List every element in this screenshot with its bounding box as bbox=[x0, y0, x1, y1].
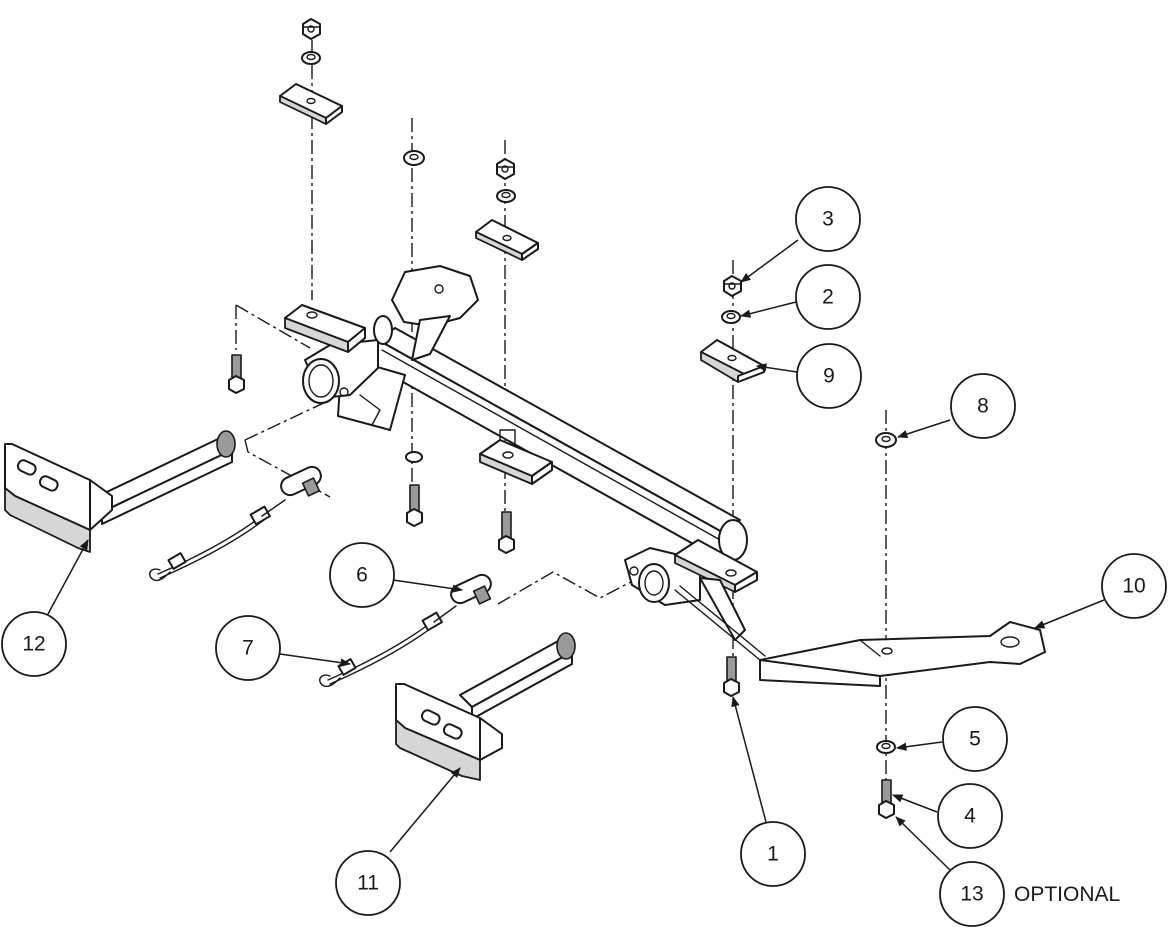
safety-cable-center bbox=[319, 573, 492, 688]
callout-1: 1 bbox=[740, 821, 806, 887]
callout-12: 12 bbox=[1, 611, 67, 677]
backing-plate-right bbox=[700, 339, 765, 383]
bolt-left-upper bbox=[228, 354, 245, 394]
side-bracket bbox=[674, 585, 1046, 687]
callout-4: 4 bbox=[937, 783, 1003, 849]
lock-washer-center bbox=[496, 189, 516, 203]
callout-7: 7 bbox=[215, 615, 281, 681]
left-arm-bracket bbox=[4, 430, 236, 553]
hex-nut-right bbox=[723, 275, 742, 297]
callout-13: 13 bbox=[939, 861, 1005, 927]
svg-text:11: 11 bbox=[357, 872, 379, 895]
hex-nut-top-left bbox=[302, 18, 321, 40]
bolt-right bbox=[723, 656, 740, 697]
safety-cable-left bbox=[149, 465, 322, 582]
callout-10: 10 bbox=[1101, 553, 1167, 619]
svg-text:9: 9 bbox=[823, 365, 835, 388]
svg-text:6: 6 bbox=[356, 564, 368, 587]
callout-2: 2 bbox=[795, 264, 861, 330]
callout-5: 5 bbox=[942, 706, 1008, 772]
lock-washer-right bbox=[721, 310, 741, 324]
callout-9: 9 bbox=[796, 343, 862, 409]
svg-text:10: 10 bbox=[1122, 575, 1145, 598]
svg-text:8: 8 bbox=[977, 395, 989, 418]
hex-nut-center bbox=[496, 158, 515, 180]
backing-plate-center bbox=[475, 219, 539, 261]
callout-8: 8 bbox=[950, 373, 1016, 439]
backing-plate-top-left bbox=[279, 83, 343, 125]
svg-text:4: 4 bbox=[964, 805, 976, 828]
flat-washer-center bbox=[403, 150, 425, 166]
svg-text:3: 3 bbox=[822, 208, 834, 231]
svg-text:12: 12 bbox=[22, 633, 45, 656]
svg-text:13: 13 bbox=[960, 883, 983, 906]
lower-arm-bracket bbox=[395, 632, 576, 781]
bolt-lower-right bbox=[878, 779, 895, 819]
optional-note: OPTIONAL bbox=[1014, 883, 1120, 906]
callout-11: 11 bbox=[335, 850, 401, 916]
leader-lines bbox=[47, 239, 1105, 871]
svg-text:5: 5 bbox=[969, 728, 981, 751]
lock-washer-lower-right bbox=[876, 740, 896, 754]
bolt-center-left bbox=[405, 451, 423, 527]
main-crossbar bbox=[284, 265, 758, 641]
svg-text:2: 2 bbox=[822, 286, 834, 309]
callout-6: 6 bbox=[329, 542, 395, 608]
svg-text:1: 1 bbox=[767, 843, 779, 866]
flat-washer-right bbox=[875, 432, 897, 448]
lock-washer-top-left bbox=[301, 51, 321, 65]
callout-3: 3 bbox=[795, 186, 861, 252]
svg-text:7: 7 bbox=[242, 637, 254, 660]
bolt-center-right bbox=[498, 511, 515, 554]
